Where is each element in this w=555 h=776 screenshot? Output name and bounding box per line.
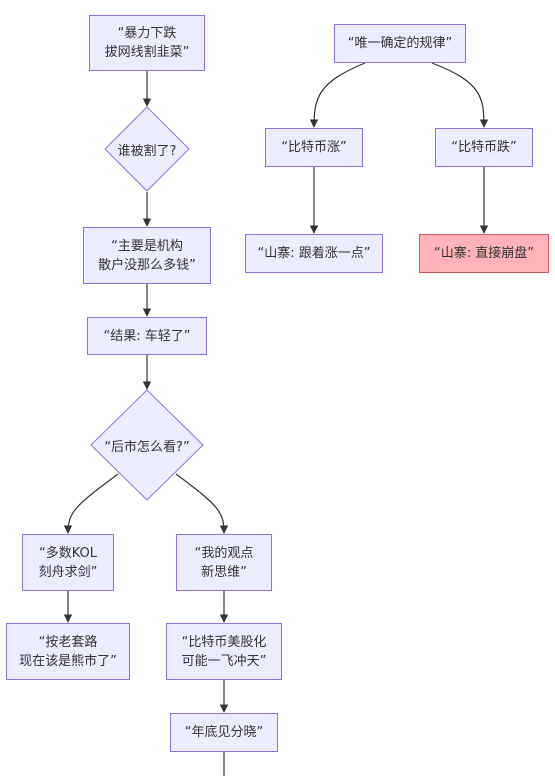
node-kol-line1: “多数KOL (38, 545, 98, 561)
decision-outlook-label: “后市怎么看?” (104, 439, 190, 455)
node-institutions: “主要是机构 散户没那么多钱” (83, 227, 211, 284)
edge-rule-to-btc-down (431, 62, 489, 128)
node-btc-stock: “比特币美股化 可能一飞冲天” (166, 623, 282, 680)
node-bear: “按老套路 现在该是熊市了” (6, 623, 130, 680)
node-my-view-line2: 新思维” (201, 564, 247, 580)
edge-rule-to-btc-up (309, 62, 366, 128)
node-result-label: “结果: 车轻了” (103, 328, 191, 344)
node-bear-line1: “按老套路 (38, 634, 98, 650)
node-rule-label: “唯一确定的规律” (347, 36, 453, 51)
node-kol-line2: 刻舟求剑” (38, 564, 98, 580)
decision-who-cut-shape (104, 106, 190, 192)
node-year-end-label: “年底见分晓” (184, 725, 264, 740)
node-alt-up-label: “山寨: 跟着涨一点” (257, 246, 371, 261)
node-crash: “暴力下跌 拔网线割韭菜” (89, 15, 205, 71)
node-alt-up: “山寨: 跟着涨一点” (245, 234, 383, 273)
node-btc-down: “比特币跌” (435, 128, 533, 167)
node-alt-crash: “山寨: 直接崩盘” (419, 234, 549, 273)
edge-outlook-to-my-view (175, 473, 229, 534)
node-btc-stock-line2: 可能一飞冲天” (181, 653, 267, 669)
node-btc-up-label: “比特币涨” (281, 140, 347, 155)
node-my-view-line1: “我的观点 (194, 545, 254, 561)
node-btc-down-label: “比特币跌” (451, 140, 517, 155)
node-btc-up: “比特币涨” (265, 128, 363, 167)
node-alt-crash-label: “山寨: 直接崩盘” (434, 246, 534, 261)
node-bear-line2: 现在该是熊市了” (19, 653, 117, 669)
node-result: “结果: 车轻了” (87, 317, 207, 355)
decision-outlook-shape (90, 389, 204, 501)
node-rule: “唯一确定的规律” (334, 24, 466, 63)
node-institutions-line1: “主要是机构 (111, 238, 183, 254)
node-kol: “多数KOL 刻舟求剑” (22, 534, 114, 591)
node-crash-line2: 拔网线割韭菜” (104, 45, 190, 60)
decision-who-cut-label: 谁被割了? (117, 143, 177, 159)
node-institutions-line2: 散户没那么多钱” (98, 257, 196, 273)
node-my-view: “我的观点 新思维” (176, 534, 272, 591)
edge-outlook-to-kol (63, 473, 119, 534)
node-crash-line1: “暴力下跌 (117, 26, 177, 41)
node-year-end: “年底见分晓” (170, 713, 278, 752)
node-btc-stock-line1: “比特币美股化 (181, 634, 267, 650)
